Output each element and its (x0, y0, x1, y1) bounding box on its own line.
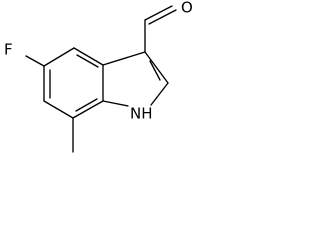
bond-cho-o-double (148, 9, 177, 25)
chemical-structure-diagram: F O NH (4, 0, 193, 153)
bond-c4-c3a (73, 47, 104, 66)
bond-c7-c6 (43, 100, 74, 119)
bond-cho-o (144, 5, 173, 21)
oxygen-label: O (181, 0, 193, 17)
bond-c7a-c7 (72, 100, 104, 119)
bond-c5-c4 (43, 47, 75, 67)
bond-n1-c7a (102, 100, 129, 107)
bond-c3a-c3 (102, 51, 146, 66)
aromatic-double-bond-2 (75, 98, 98, 112)
nh-label: NH (130, 105, 153, 123)
aromatic-double-bond-1 (76, 54, 99, 68)
c3-c2-double-bond (149, 60, 161, 81)
fluorine-label: F (4, 41, 13, 59)
molecule-canvas: F O NH (0, 0, 210, 168)
bond-c2-n1 (150, 82, 169, 106)
bond-c3-c2 (144, 51, 169, 84)
bond-c5-f (25, 55, 45, 67)
